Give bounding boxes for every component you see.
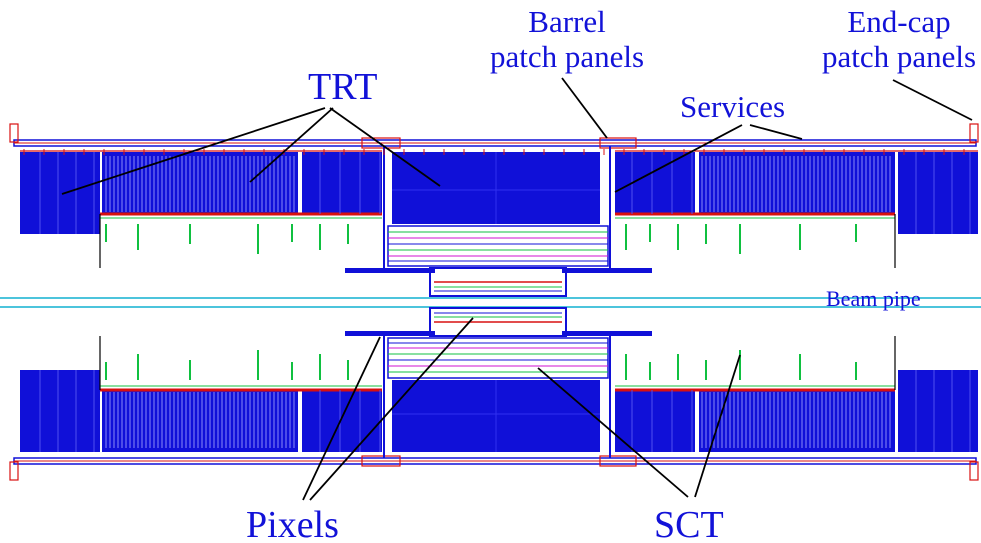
- barrel-patch-label-line2: patch panels: [490, 39, 644, 74]
- trt-label: TRT: [308, 66, 378, 108]
- sct-barrel-upper: [387, 225, 609, 267]
- leader-lines: [61, 77, 973, 501]
- pixels-label: Pixels: [246, 504, 339, 543]
- sct-label: SCT: [654, 504, 724, 543]
- services-leader-1: [614, 124, 743, 193]
- trt-leader-1: [61, 107, 326, 195]
- trt-endcap-left-lower: [20, 370, 382, 452]
- trt-endcap-right-lower: [615, 370, 978, 452]
- beam-pipe-label: Beam pipe: [826, 286, 921, 311]
- pixels-leader-1: [302, 336, 381, 501]
- services-label: Services: [680, 89, 785, 124]
- lower-half: [9, 307, 979, 481]
- endcap-patch-label-line2: patch panels: [822, 39, 976, 74]
- endcap-patch-leader: [892, 79, 973, 121]
- sct-endcap-disks-upper: [105, 224, 857, 254]
- sct-leader-1: [537, 367, 689, 498]
- pixels-lower: [345, 307, 652, 337]
- trt-leader-2: [249, 107, 334, 183]
- trt-straw-divisions-lower: [39, 370, 971, 452]
- trt-endcap-left-upper: [20, 150, 382, 234]
- sct-endcap-disks-lower: [105, 350, 857, 380]
- pixels-upper: [345, 267, 652, 297]
- services-lower: [9, 455, 979, 481]
- trt-leader-3: [329, 107, 441, 187]
- pixels-leader-2: [309, 317, 474, 501]
- trt-straw-divisions-upper: [23, 149, 971, 234]
- services-upper: [9, 123, 979, 149]
- barrel-patch-label-line1: Barrel: [528, 4, 605, 39]
- services-leader-2: [749, 124, 803, 140]
- upper-half: [9, 123, 979, 297]
- endcap-patch-label-line1: End-cap: [847, 4, 950, 39]
- sct-leader-2: [694, 354, 741, 498]
- sct-barrel-lower: [387, 337, 609, 379]
- barrel-patch-leader: [561, 77, 608, 139]
